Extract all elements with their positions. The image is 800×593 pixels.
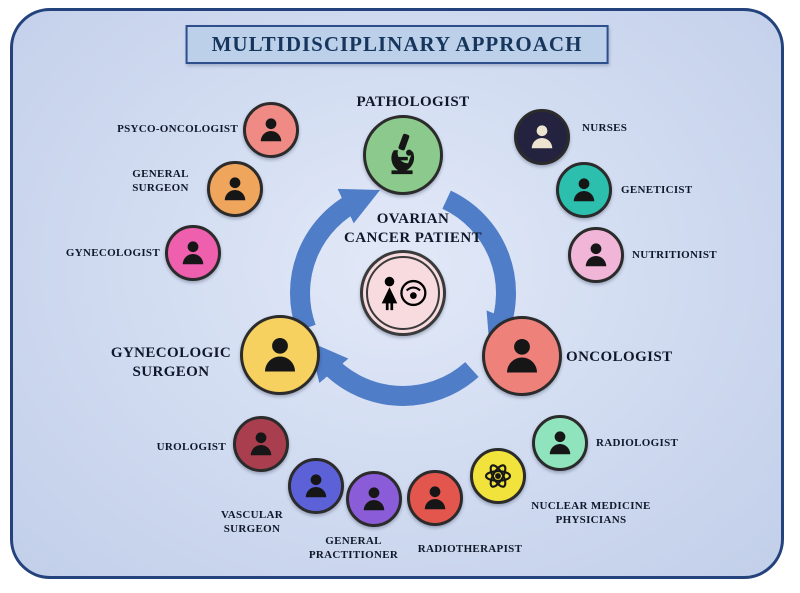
person-icon <box>420 483 450 513</box>
radiologist-label: RADIOLOGIST <box>596 437 679 449</box>
general-practitioner-label: GENERAL PRACTITIONER <box>308 535 399 562</box>
person-icon <box>581 240 611 270</box>
arrow-left-to-top <box>290 188 381 332</box>
radiologist-circle <box>532 415 588 471</box>
person-icon <box>256 115 286 145</box>
gynecologist-circle <box>165 225 221 281</box>
person-icon <box>545 428 575 458</box>
geneticist-circle <box>556 162 612 218</box>
urologist-circle <box>233 416 289 472</box>
patient-icon <box>376 275 430 311</box>
person-icon <box>246 429 276 459</box>
arrow-top-to-right <box>442 190 522 353</box>
urologist-label: UROLOGIST <box>156 441 226 453</box>
cycle-arrows <box>290 188 522 406</box>
person-icon <box>220 174 250 204</box>
nutritionist-label: NUTRITIONIST <box>632 249 717 261</box>
microscope-icon <box>380 132 426 178</box>
nurses-label: NURSES <box>582 122 628 134</box>
person-icon <box>178 238 208 268</box>
nutritionist-circle <box>568 227 624 283</box>
person-icon <box>258 333 302 377</box>
diagram-frame: MULTIDISCIPLINARY APPROACH OVARIAN CANCE… <box>10 8 784 579</box>
person-icon <box>500 334 544 378</box>
nuclear-medicine-physicians-circle <box>470 448 526 504</box>
person-icon <box>359 484 389 514</box>
patient-circle <box>360 250 446 336</box>
diagram-title: MULTIDISCIPLINARY APPROACH <box>211 32 583 56</box>
gynecologic-surgeon-label: GYNECOLOGIC SURGEON <box>110 345 232 380</box>
radiotherapist-circle <box>407 470 463 526</box>
nuclear-medicine-physicians-label: NUCLEAR MEDICINE PHYSICIANS <box>531 500 651 527</box>
arrow-bottom-to-left <box>309 341 479 406</box>
general-practitioner-circle <box>346 471 402 527</box>
gynecologic-surgeon-circle <box>240 315 320 395</box>
title-box: MULTIDISCIPLINARY APPROACH <box>185 25 609 64</box>
psyco-oncologist-label: PSYCO-ONCOLOGIST <box>117 123 238 135</box>
general-surgeon-circle <box>207 161 263 217</box>
center-label: OVARIAN CANCER PATIENT <box>344 211 482 246</box>
person-icon <box>527 122 557 152</box>
vascular-surgeon-circle <box>288 458 344 514</box>
atom-icon <box>482 460 514 492</box>
general-surgeon-label: GENERAL SURGEON <box>132 168 189 195</box>
vascular-surgeon-label: VASCULAR SURGEON <box>220 509 284 536</box>
geneticist-label: GENETICIST <box>621 184 693 196</box>
pathologist-label: PATHOLOGIST <box>356 94 470 110</box>
nurses-circle <box>514 109 570 165</box>
radiotherapist-label: RADIOTHERAPIST <box>417 543 523 555</box>
oncologist-label: ONCOLOGIST <box>566 349 673 365</box>
oncologist-circle <box>482 316 562 396</box>
patient-inner-ring <box>366 256 440 330</box>
person-icon <box>569 175 599 205</box>
pathologist-circle <box>363 115 443 195</box>
gynecologist-label: GYNECOLOGIST <box>65 247 160 259</box>
psyco-oncologist-circle <box>243 102 299 158</box>
person-icon <box>301 471 331 501</box>
